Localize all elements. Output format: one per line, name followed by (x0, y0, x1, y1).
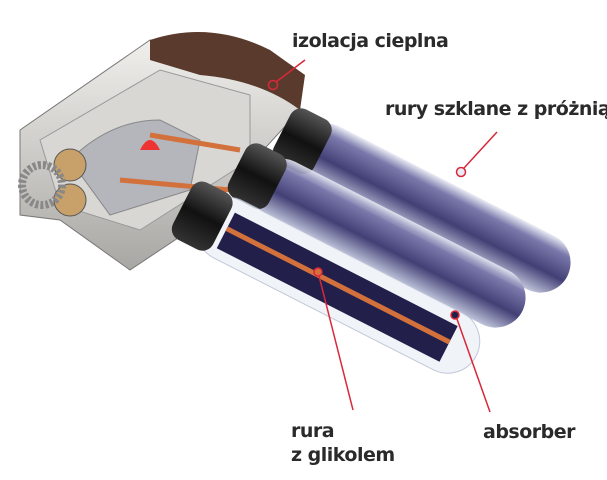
label-insulation: izolacja cieplna (292, 30, 449, 52)
marker-vacuum-tubes (455, 166, 467, 178)
label-absorber: absorber (483, 421, 576, 443)
glycol-pipe (225, 226, 451, 345)
marker-absorber (450, 310, 460, 320)
vacuum-tube-middle (227, 143, 526, 328)
insulation-layer (150, 32, 305, 110)
vacuum-tube-back (272, 108, 571, 293)
leader-line-vacuum-tubes (463, 131, 498, 169)
leader-line-absorber (456, 318, 491, 413)
vacuum-tube-front (171, 181, 481, 374)
label-vacuum-tubes: rury szklane z próżnią (385, 98, 607, 120)
leader-line-insulation (275, 59, 306, 83)
marker-glycol-pipe (313, 267, 323, 277)
label-glycol-pipe-line1: rura (291, 420, 335, 442)
leader-line-glycol-pipe (318, 275, 354, 411)
marker-insulation (267, 79, 279, 91)
label-glycol-pipe-line2: z glikolem (291, 444, 395, 466)
